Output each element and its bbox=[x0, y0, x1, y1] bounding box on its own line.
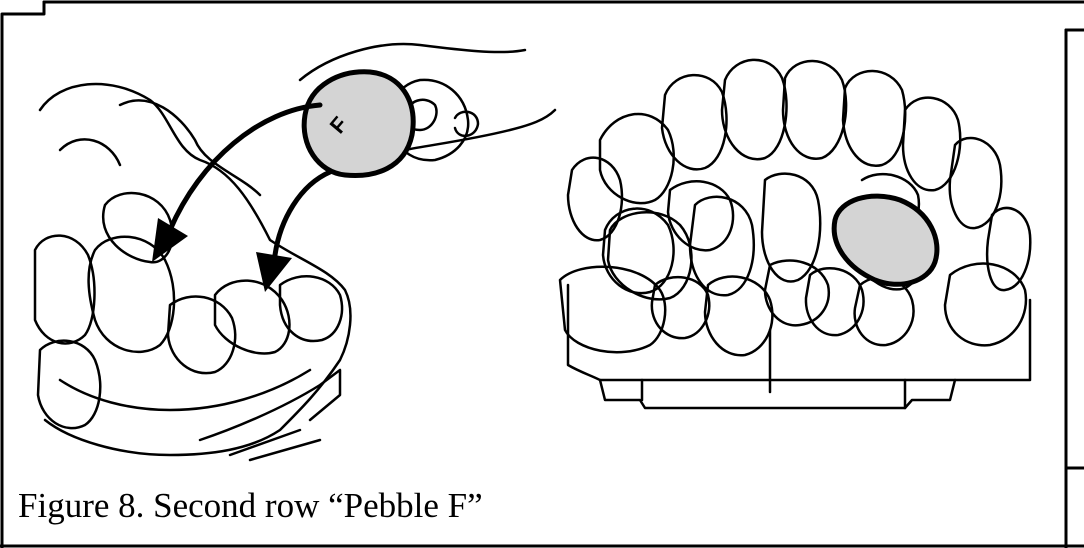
pebble-f-placed bbox=[834, 196, 937, 284]
right-illustration bbox=[560, 60, 1030, 408]
pebble-f-held bbox=[304, 72, 413, 176]
figure-caption: Figure 8. Second row “Pebble F” bbox=[18, 488, 483, 523]
left-illustration bbox=[35, 44, 555, 460]
